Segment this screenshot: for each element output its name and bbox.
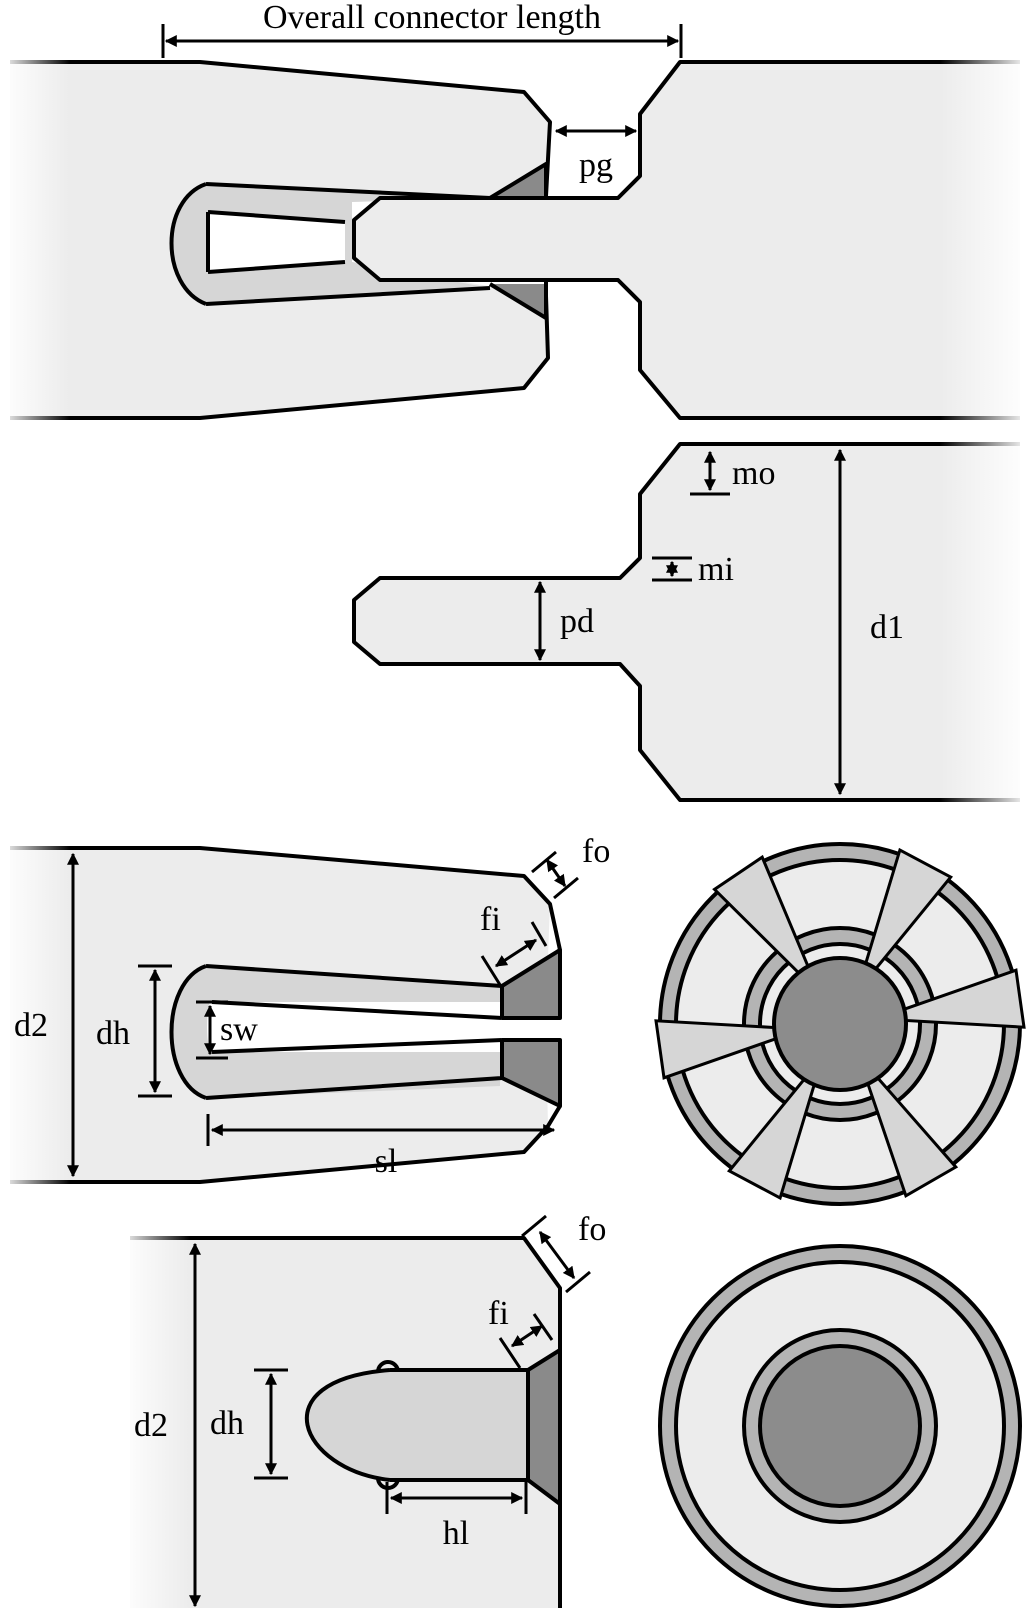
d1-label: d1 [870,609,904,646]
male-pin-body [354,444,1020,800]
male-pin-view: mo mi pd d1 [352,432,1029,812]
male-outline-assembled [352,60,1020,420]
hole-socket-end-view [658,1244,1022,1608]
fo-label-lower: fo [578,1211,606,1248]
fi-label-upper: fi [480,901,501,938]
overall-length-label: Overall connector length [263,0,601,36]
hole-socket-view: d2 dh hl fo fi [120,1211,606,1614]
hole-bore [306,1370,528,1480]
hl-label: hl [443,1515,469,1552]
slotted-socket-view: d2 dh sw sl fo fi [0,833,610,1196]
mo-label: mo [732,455,775,492]
d2-label-lower: d2 [134,1407,168,1444]
fo-label-upper: fo [582,833,610,870]
fi-label-lower: fi [488,1295,509,1332]
pg-label: pg [579,147,613,184]
dh-label-lower: dh [210,1405,244,1442]
mi-label: mi [698,551,734,588]
assembled-connector-view: Overall connector length pg [0,0,1029,430]
slotted-chamfer-upper [502,950,560,1018]
sw-label: sw [220,1011,258,1048]
pd-label: pd [560,603,594,640]
slotted-chamfer-lower [502,1040,560,1106]
male-body-assembled [354,62,1020,418]
slot-gap-assembled [208,212,345,272]
d2-label-upper: d2 [14,1007,48,1044]
slotted-socket-end-view [654,842,1026,1206]
hole-chamfer [528,1350,560,1504]
sl-label: sl [375,1143,398,1180]
dh-label-upper: dh [96,1015,130,1052]
